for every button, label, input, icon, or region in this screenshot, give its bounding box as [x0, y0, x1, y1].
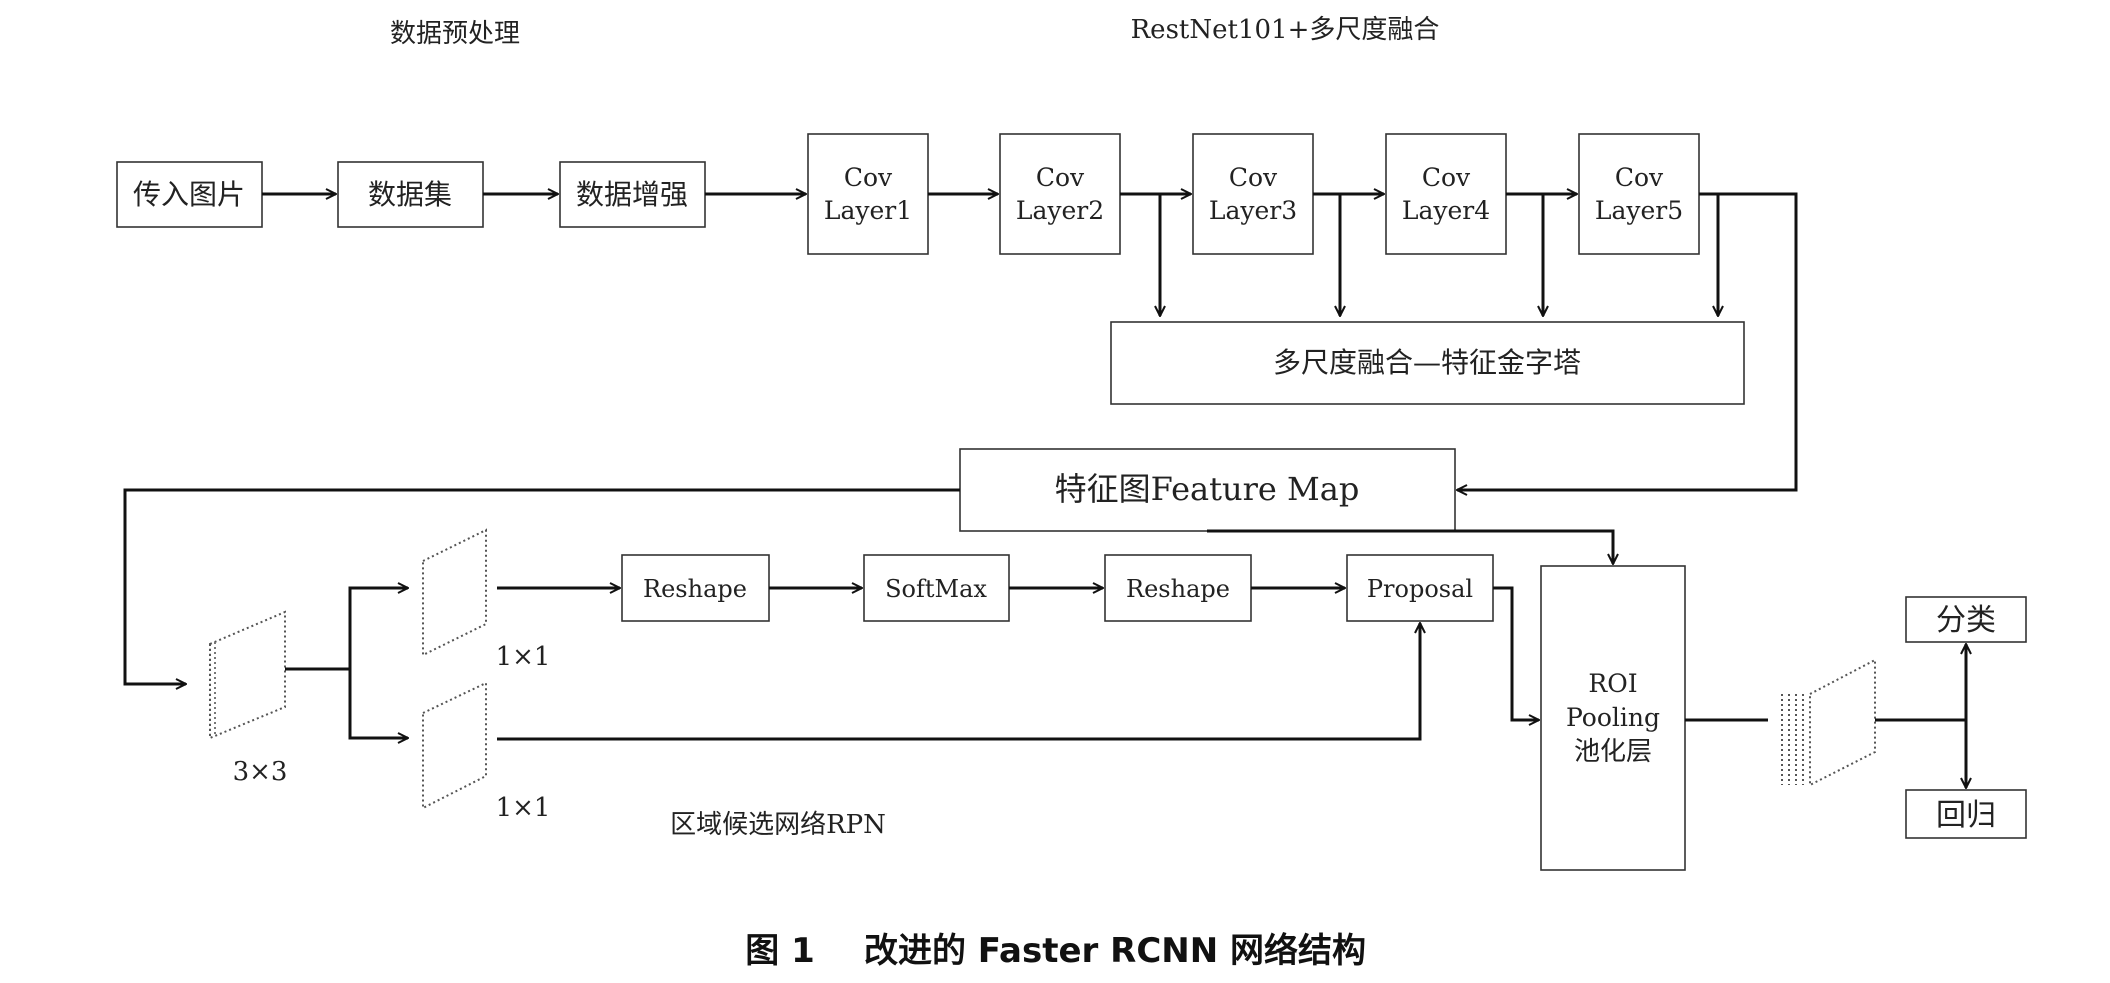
arrow-split-to-1x1-top: [348, 588, 408, 738]
regression-label: 回归: [1936, 798, 1996, 833]
input-image-box: 传入图片: [116, 161, 263, 228]
augmentation-label: 数据增强: [576, 178, 688, 211]
conv1x1-bottom-feature-sheet: [422, 681, 487, 810]
feature-map-label: 特征图Feature Map: [1055, 470, 1360, 508]
cov-layer3-box: Cov Layer3: [1192, 133, 1314, 255]
roi-line2: Pooling: [1566, 703, 1660, 732]
reshape-box-2: Reshape: [1104, 554, 1252, 622]
arrow-cov5-to-feature-map: [1457, 192, 1798, 490]
section-label-backbone: RestNet101+多尺度融合: [1131, 15, 1440, 45]
figure-caption: 改进的 Faster RCNN 网络结构: [864, 931, 1366, 971]
reshape-label-1: Reshape: [643, 575, 747, 603]
arrow-proposal-to-roi: [1493, 586, 1539, 720]
cov-layer1-box: Cov Layer1: [807, 133, 929, 255]
section-label-rpn: 区域候选网络RPN: [670, 810, 886, 840]
cov-layer5-line1: Cov: [1615, 163, 1664, 192]
reshape-label-2: Reshape: [1126, 575, 1230, 603]
cov-layer4-line1: Cov: [1422, 163, 1471, 192]
input-image-label: 传入图片: [133, 178, 245, 211]
arrow-1x1-bottom-to-proposal: [497, 623, 1420, 741]
feature-map-box: 特征图Feature Map: [959, 448, 1456, 532]
kernel-label-1x1-bottom: 1×1: [496, 793, 551, 823]
arrow-feature-map-to-conv3x3: [123, 488, 960, 684]
cov-layer3-line1: Cov: [1229, 163, 1278, 192]
reshape-box-1: Reshape: [621, 554, 770, 622]
proposal-box: Proposal: [1346, 554, 1494, 622]
roi-pooling-box: ROI Pooling 池化层: [1540, 565, 1686, 871]
cov-layer2-box: Cov Layer2: [999, 133, 1121, 255]
roi-line3: 池化层: [1574, 737, 1652, 767]
cov-layer3-line2: Layer3: [1209, 196, 1297, 225]
feature-pyramid-box: 多尺度融合—特征金字塔: [1110, 321, 1745, 405]
softmax-box: SoftMax: [863, 554, 1010, 622]
classification-box: 分类: [1905, 596, 2027, 643]
feature-pyramid-label: 多尺度融合—特征金字塔: [1273, 346, 1581, 379]
proposal-label: Proposal: [1367, 575, 1473, 603]
figure-number: 图 1: [745, 931, 815, 971]
softmax-label: SoftMax: [885, 575, 987, 603]
roi-line1: ROI: [1588, 669, 1637, 698]
cov-layer5-box: Cov Layer5: [1578, 133, 1700, 255]
cov-layer1-line1: Cov: [844, 163, 893, 192]
cov-layer2-line1: Cov: [1036, 163, 1085, 192]
cov-layer5-line2: Layer5: [1595, 196, 1683, 225]
cov-layer1-line2: Layer1: [824, 196, 912, 225]
kernel-label-3x3: 3×3: [233, 757, 288, 787]
section-label-preprocess: 数据预处理: [390, 19, 520, 49]
regression-box: 回归: [1905, 789, 2027, 839]
dataset-label: 数据集: [368, 178, 452, 211]
classification-label: 分类: [1936, 603, 1996, 638]
augmentation-box: 数据增强: [559, 161, 706, 228]
arrow-feature-map-to-roi: [1207, 529, 1613, 564]
conv3x3-feature-sheet: [209, 610, 286, 740]
kernel-label-1x1-top: 1×1: [496, 642, 551, 672]
cov-layer4-line2: Layer4: [1402, 196, 1490, 225]
dataset-box: 数据集: [337, 161, 484, 228]
conv1x1-top-feature-sheet: [422, 528, 487, 657]
arrow-split-to-1x1-bottom: [348, 669, 408, 738]
cov-layer4-box: Cov Layer4: [1385, 133, 1507, 255]
roi-output-feature-sheets: [1781, 658, 1876, 787]
cov-layer2-line2: Layer2: [1016, 196, 1104, 225]
